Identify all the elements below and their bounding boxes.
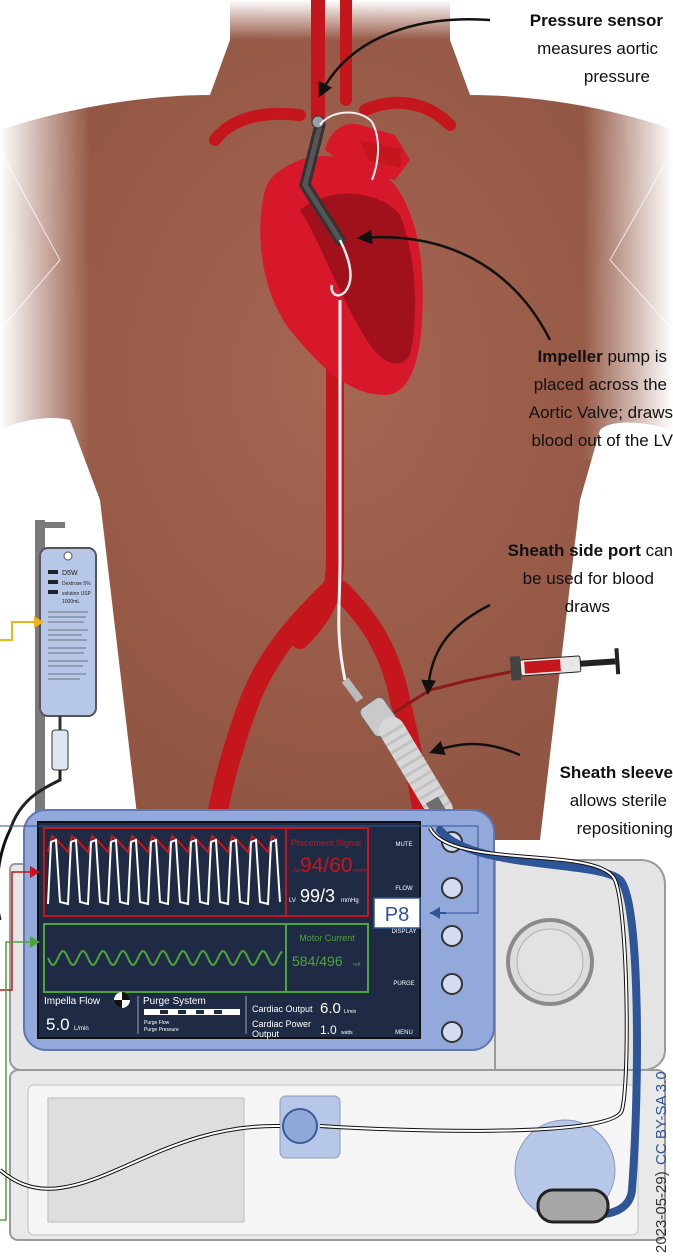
menu-label-menu: MENU	[395, 1030, 413, 1036]
iv-bag-line-3: solution USP	[62, 591, 92, 597]
purge-button[interactable]	[442, 974, 462, 994]
impella-flow-value: 5.0	[46, 1015, 70, 1034]
cable-connector	[538, 1190, 608, 1222]
sheath-sleeve-line-2: repositioning	[577, 819, 673, 838]
pressure-sensor-title: Pressure sensor	[530, 11, 664, 30]
lv-pressure-value: 99/3	[300, 886, 335, 906]
motor-current-unit: mA	[353, 962, 361, 968]
side-port-line-2: draws	[565, 597, 610, 616]
ao-pressure-value: 94/60	[300, 854, 353, 877]
menu-label-mute: MUTE	[396, 842, 413, 848]
svg-text:Impeller pump is: Impeller pump is	[538, 347, 667, 366]
pressure-sensor-line-1: measures aortic	[537, 39, 658, 58]
menu-label-purge: PURGE	[393, 981, 414, 987]
impeller-line-2: Aortic Valve; draws	[529, 403, 673, 422]
impeller-title: Impeller	[538, 347, 604, 366]
display-button[interactable]	[442, 926, 462, 946]
impeller-line-1: placed across the	[534, 375, 667, 394]
sheath-sleeve-line-1: allows sterile	[570, 791, 667, 810]
iv-bag-title: D5W	[62, 570, 78, 577]
placement-signal-label: Placement Signal	[291, 838, 361, 848]
flow-indicator-icon	[114, 992, 130, 1008]
impeller-line-3: blood out of the LV	[532, 431, 673, 450]
lv-unit: mmHg	[341, 898, 359, 904]
cardiac-power-value: 1.0	[320, 1023, 337, 1037]
svg-text:Sheath side port can: Sheath side port can	[508, 541, 673, 560]
purge-pressure-label: Purge Pressure	[144, 1027, 179, 1033]
side-port-line-1: be used for blood	[523, 569, 654, 588]
side-port-title: Sheath side port	[508, 541, 642, 560]
cardiac-power-label-2: Output	[252, 1029, 280, 1039]
console-screen: Placement Signal Ao 94/60 mmHg LV 99/3 m…	[38, 822, 420, 1039]
credit-text: 2023-05-29)	[653, 1171, 670, 1253]
motor-current-value: 584/496	[292, 953, 343, 969]
iv-bag-line-4: 1000mL	[62, 599, 80, 605]
annotation-pressure-sensor: Pressure sensor measures aortic pressure	[530, 11, 664, 86]
purge-flow-label: Purge Flow	[144, 1020, 170, 1026]
menu-label-display: DISPLAY	[392, 929, 417, 935]
flow-button[interactable]	[442, 878, 462, 898]
impeller-title-rest: pump is	[603, 347, 667, 366]
annotation-sheath-sleeve: Sheath sleeve allows sterile repositioni…	[560, 763, 673, 838]
motor-current-label: Motor Current	[299, 933, 355, 943]
iv-bag: D5W Dextrose 5% solution USP 1000mL	[10, 548, 96, 830]
sheath-sleeve-title: Sheath sleeve	[560, 763, 673, 782]
purge-system-label: Purge System	[143, 996, 206, 1007]
svg-text:Pressure sensor: Pressure sensor	[530, 11, 664, 30]
menu-label-flow: FLOW	[395, 886, 413, 892]
ao-unit: mmHg	[353, 868, 368, 874]
cardiac-power-label-1: Cardiac Power	[252, 1019, 311, 1029]
cardiac-output-unit: L/min	[344, 1009, 356, 1015]
cardiac-power-unit: watts	[341, 1030, 353, 1036]
p-level-value: P8	[385, 904, 409, 926]
menu-button[interactable]	[442, 1022, 462, 1042]
svg-text:Sheath sleeve: Sheath sleeve	[560, 763, 673, 782]
impella-flow-label: Impella Flow	[44, 996, 101, 1007]
credit: 2023-05-29) CC BY-SA 3.0	[653, 1071, 670, 1253]
lv-prefix: LV	[289, 898, 296, 904]
pressure-sensor-line-2: pressure	[584, 67, 650, 86]
side-port-title-rest: can	[641, 541, 673, 560]
purge-bar	[144, 1009, 240, 1015]
credit-license[interactable]: CC BY-SA 3.0	[653, 1071, 670, 1165]
impella-flow-unit: L/min	[74, 1026, 89, 1032]
iv-bag-line-2: Dextrose 5%	[62, 581, 91, 587]
cardiac-output-value: 6.0	[320, 1000, 341, 1017]
cardiac-output-label: Cardiac Output	[252, 1004, 313, 1014]
